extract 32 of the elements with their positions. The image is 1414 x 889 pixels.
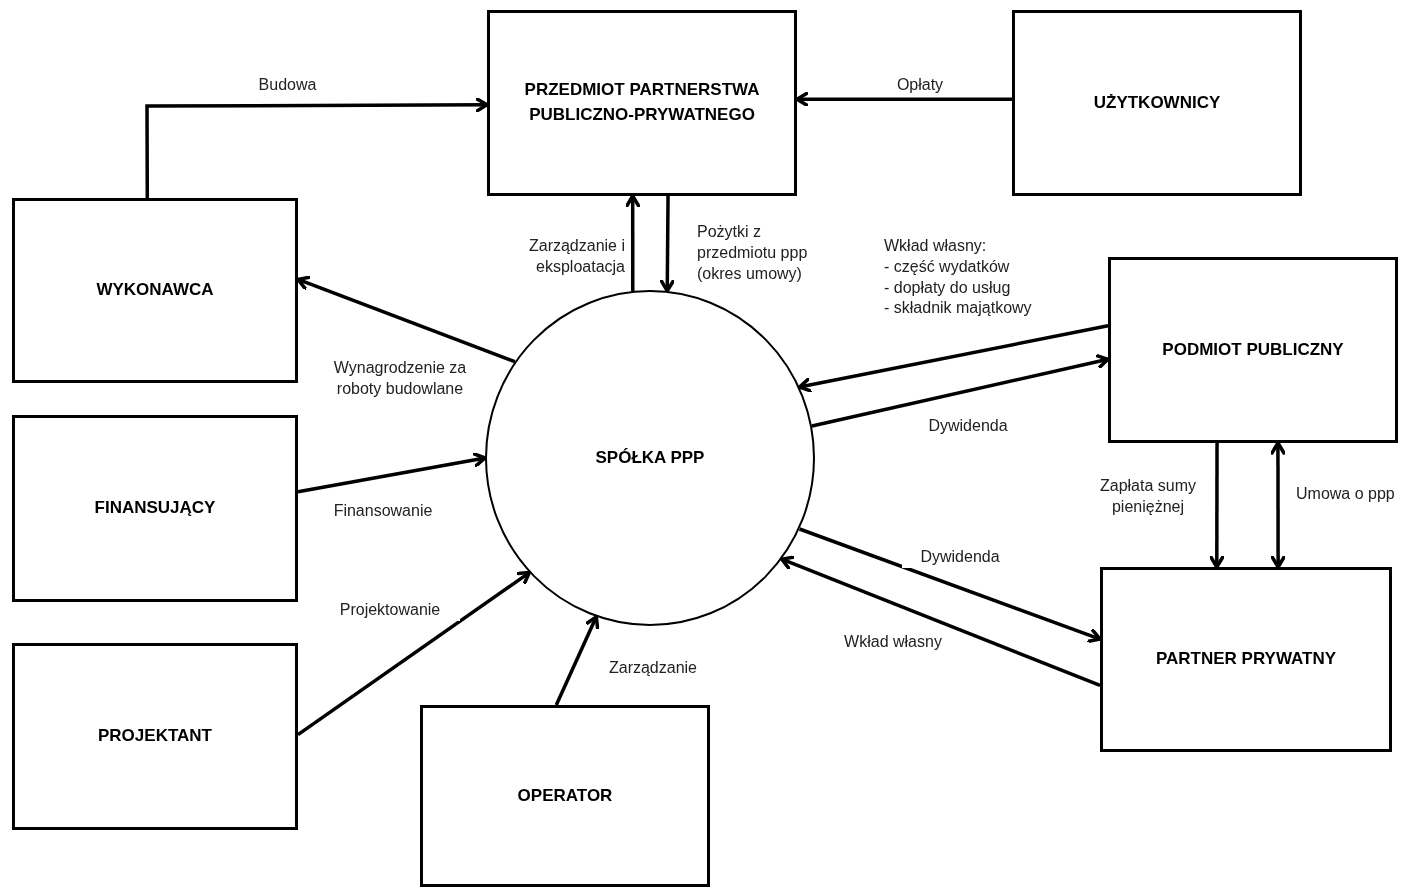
arrow: [296, 275, 516, 364]
process-box: [12, 198, 298, 383]
arrow: [780, 555, 1101, 688]
arrow: [811, 353, 1110, 428]
arrow: [798, 527, 1102, 644]
process-box: [487, 10, 797, 196]
node-label: WYKONAWCA: [96, 279, 214, 302]
arrow: [1270, 441, 1286, 569]
arrow: [145, 97, 489, 198]
process-box: [12, 643, 298, 830]
arrow: [554, 615, 600, 706]
arrow: [624, 194, 641, 291]
circle-node: [485, 290, 815, 626]
arrow: [659, 196, 676, 293]
arrow: [297, 452, 487, 494]
process-box: [12, 415, 298, 602]
node-label: PROJEKTANT: [98, 725, 212, 748]
node-label: SPÓŁKA PPP: [595, 446, 705, 469]
process-box: [1012, 10, 1302, 196]
arrow: [795, 91, 1012, 108]
process-box: [420, 705, 710, 887]
node-label: PODMIOT PUBLICZNY: [1162, 338, 1344, 361]
arrow: [297, 570, 532, 737]
node-label: PRZEDMIOT PARTNERSTWA PUBLICZNO-PRYWATNEGO: [523, 79, 761, 126]
node-label: FINANSUJĄCY: [94, 497, 216, 520]
node-label: OPERATOR: [517, 784, 613, 807]
arrow: [1209, 443, 1225, 569]
process-box: [1100, 567, 1392, 752]
process-box: [1108, 257, 1398, 443]
arrow: [797, 324, 1109, 393]
node-label: PARTNER PRYWATNY: [1155, 648, 1337, 671]
node-label: UŻYTKOWNICY: [1093, 91, 1221, 114]
